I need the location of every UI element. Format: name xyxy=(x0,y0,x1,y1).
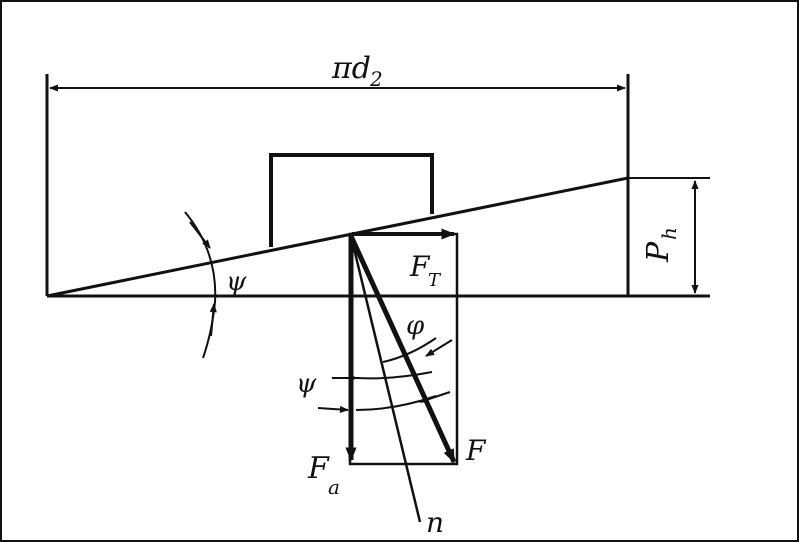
svg-text:h: h xyxy=(657,227,681,240)
lead-angle-arrow-top xyxy=(189,221,211,249)
axial-force-label: F xyxy=(307,451,330,486)
friction-angle-arrow xyxy=(425,339,453,357)
lead-angle-label-force: ψ xyxy=(296,369,317,399)
lead-angle-force-arc-1 xyxy=(356,371,433,380)
circumference-subscript: 2 xyxy=(369,67,383,91)
friction-angle-arc xyxy=(382,337,437,363)
lead-angle-force-arrow-3 xyxy=(419,391,451,403)
resultant-force-arrow xyxy=(348,234,457,464)
circumference-label: πd xyxy=(331,51,371,86)
friction-angle-label: φ xyxy=(406,311,425,341)
tangential-force-label: F xyxy=(409,250,431,283)
load-block xyxy=(269,153,434,247)
normal-line-label: n xyxy=(426,506,444,539)
normal-line xyxy=(349,235,422,523)
tangential-force-subscript: T xyxy=(428,270,442,291)
incline-line xyxy=(46,176,629,298)
lead-angle-force-arrow-2 xyxy=(317,405,349,414)
lead-angle-label-incline: ψ xyxy=(226,267,247,297)
pitch-label: P h xyxy=(641,227,681,263)
resultant-force-label: F xyxy=(465,434,487,467)
lead-angle-arrow-bottom xyxy=(209,303,217,337)
svg-text:P: P xyxy=(641,241,676,263)
axial-force-subscript: a xyxy=(328,475,340,499)
